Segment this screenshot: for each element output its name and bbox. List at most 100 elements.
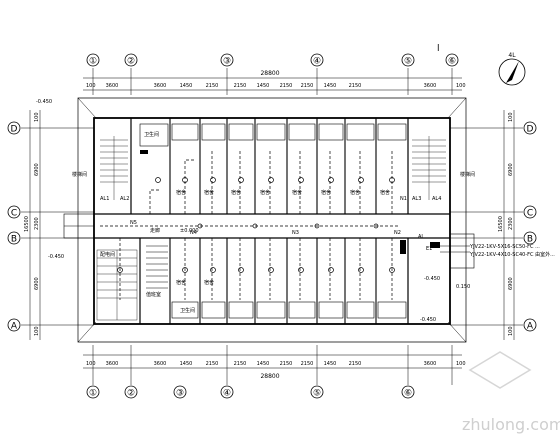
row-label-C: C: [11, 209, 17, 219]
svg-text:1450: 1450: [324, 361, 337, 367]
svg-text:3600: 3600: [424, 361, 437, 367]
building-outline: [77, 97, 467, 343]
svg-text:宿舍: 宿舍: [350, 189, 360, 196]
svg-text:6900: 6900: [508, 163, 514, 176]
top-dimension-chain: [83, 68, 462, 95]
level-bottom-right: -0.450: [420, 317, 436, 323]
svg-text:宿舍: 宿舍: [204, 279, 214, 286]
svg-text:6900: 6900: [34, 277, 40, 290]
svg-text:宿舍: 宿舍: [292, 189, 302, 196]
top-overall-dim: 28800: [260, 70, 279, 77]
entry-porches: [63, 213, 475, 269]
svg-text:④: ④: [223, 389, 231, 399]
svg-text:N1: N1: [400, 196, 407, 202]
svg-text:①: ①: [89, 389, 97, 399]
svg-text:2150: 2150: [349, 83, 362, 89]
bottom-dimension-chain: [83, 345, 462, 385]
svg-text:N2: N2: [394, 230, 401, 236]
watermark: zhulong.com: [462, 351, 560, 434]
panel-label-AL: AL: [418, 234, 424, 240]
svg-text:2300: 2300: [34, 217, 40, 230]
distribution-panels: [140, 150, 440, 254]
svg-text:宿舍: 宿舍: [321, 189, 331, 196]
svg-text:值班室: 值班室: [146, 291, 161, 298]
svg-text:卫生间: 卫生间: [180, 307, 195, 314]
north-label: 4L: [508, 52, 516, 59]
left-dims: 100 6900 2300 16500 6900 100: [24, 112, 40, 336]
cable-note-2: YJV22-1KV-4X10-SC40-FC 由室外...: [469, 251, 555, 258]
cable-notes: YJV22-1KV-5X16-SC50-FC ... YJV22-1KV-4X1…: [440, 244, 555, 258]
svg-text:100: 100: [86, 83, 96, 89]
svg-text:走廊: 走廊: [150, 227, 160, 234]
svg-text:1450: 1450: [180, 361, 193, 367]
sheet-marker: l: [437, 44, 440, 54]
top-segment-dims: 100 3600 3600 1450 2150 2150 1450 2150 2…: [86, 83, 466, 89]
svg-text:16500: 16500: [24, 216, 30, 232]
row-label-A: A: [11, 322, 18, 332]
axis-label-1: ①: [89, 57, 97, 67]
watermark-text: zhulong.com: [462, 415, 560, 434]
axis-bubble-top-6: ⑥: [445, 53, 459, 67]
axis-label-6: ⑥: [448, 57, 456, 67]
svg-text:2150: 2150: [234, 83, 247, 89]
svg-text:N5: N5: [130, 220, 137, 226]
bottom-overall-dim: 28800: [260, 373, 279, 380]
axis-label-5: ⑤: [404, 57, 412, 67]
svg-text:宿舍: 宿舍: [231, 189, 241, 196]
svg-text:3600: 3600: [154, 83, 167, 89]
bottom-segment-dims: 100 3600 3600 1450 2150 2150 1450 2150 2…: [86, 361, 466, 367]
axis-bubble-top-3: ③: [220, 53, 234, 67]
axis-label-3: ③: [223, 57, 231, 67]
axis-label-4: ④: [313, 57, 321, 67]
svg-text:3600: 3600: [106, 83, 119, 89]
svg-text:1450: 1450: [180, 83, 193, 89]
svg-text:E1: E1: [426, 246, 432, 252]
svg-text:A: A: [527, 322, 534, 332]
svg-text:配电间: 配电间: [100, 251, 115, 258]
svg-text:宿舍: 宿舍: [260, 189, 270, 196]
svg-text:N3: N3: [292, 230, 299, 236]
svg-text:100: 100: [34, 112, 40, 122]
svg-text:2150: 2150: [280, 83, 293, 89]
svg-text:3600: 3600: [424, 83, 437, 89]
bottom-bathrooms: [171, 301, 407, 319]
svg-text:100: 100: [508, 326, 514, 336]
svg-text:1450: 1450: [257, 83, 270, 89]
wiring-circuits: [100, 150, 400, 300]
svg-text:宿舍: 宿舍: [176, 279, 186, 286]
room-annotations: 楼梯间 楼梯间 走廊 宿舍 宿舍 宿舍 宿舍 宿舍 宿舍 宿舍 宿舍 宿舍 宿舍…: [72, 131, 475, 314]
svg-text:100: 100: [456, 83, 466, 89]
svg-text:D: D: [527, 125, 534, 135]
svg-text:2150: 2150: [206, 83, 219, 89]
top-room-walls: [169, 118, 377, 214]
svg-text:2150: 2150: [234, 361, 247, 367]
svg-text:⑤: ⑤: [313, 389, 321, 399]
level-left: -0.450: [48, 254, 64, 260]
panel-labels: AL AL1 AL2 AL3 AL4 N1 N2 N3 N4 N5 E1: [100, 196, 441, 252]
axis-bubble-top-2: ②: [124, 53, 138, 67]
bottom-room-walls: [169, 238, 377, 324]
level-right: -0.450: [424, 276, 440, 282]
left-row-bubbles: D C B A: [7, 121, 21, 332]
svg-text:3600: 3600: [106, 361, 119, 367]
svg-text:3600: 3600: [154, 361, 167, 367]
svg-text:100: 100: [86, 361, 96, 367]
axis-label-2: ②: [127, 57, 135, 67]
svg-text:1450: 1450: [257, 361, 270, 367]
bottom-axis-bubbles: ① ② ③ ④ ⑤ ⑥: [86, 385, 415, 399]
right-dims: 100 6900 2300 16500 6900 100: [498, 112, 514, 336]
svg-text:2150: 2150: [301, 83, 314, 89]
level-top-left: -0.450: [36, 99, 52, 105]
svg-text:2300: 2300: [508, 217, 514, 230]
svg-text:N4: N4: [190, 230, 197, 236]
top-bathrooms: [139, 123, 407, 147]
level-zero: ±0.000: [180, 228, 199, 234]
bottom-left-stair-steps: [146, 245, 168, 289]
north-arrow: 4L: [498, 52, 526, 86]
svg-text:B: B: [527, 235, 533, 245]
svg-text:宿舍: 宿舍: [380, 189, 390, 196]
svg-text:16500: 16500: [498, 216, 504, 232]
row-label-D: D: [11, 125, 18, 135]
svg-text:AL1: AL1: [100, 196, 109, 202]
